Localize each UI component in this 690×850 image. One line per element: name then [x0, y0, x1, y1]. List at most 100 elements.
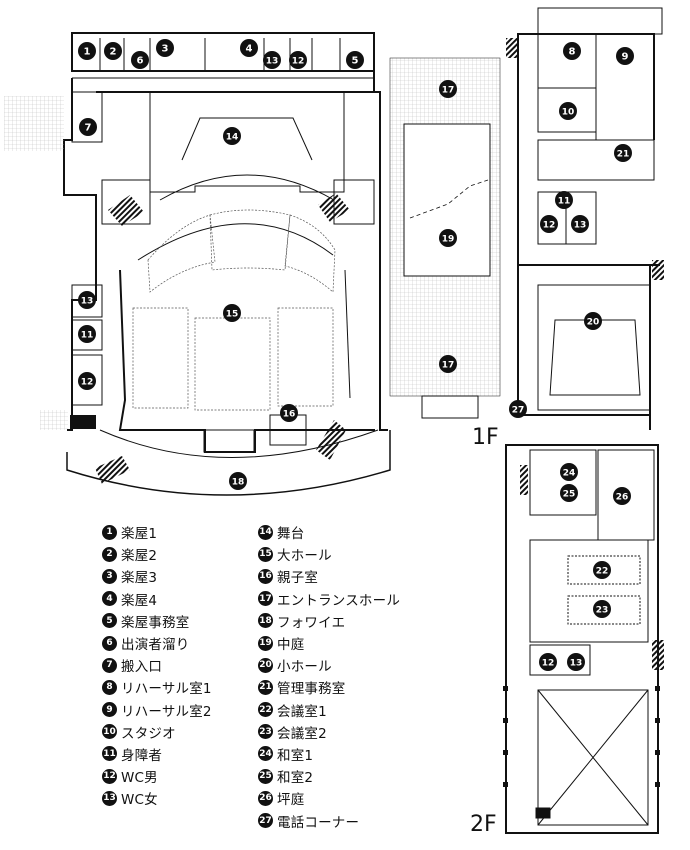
svg-text:26: 26	[616, 493, 629, 503]
svg-text:21: 21	[617, 150, 630, 160]
legend-label: 楽屋4	[121, 592, 158, 609]
second-floor	[505, 444, 659, 834]
room-marker: 26	[613, 487, 631, 505]
room-marker: 11	[78, 325, 96, 343]
room-marker: 10	[559, 102, 577, 120]
legend-label: スタジオ	[121, 725, 176, 742]
svg-text:24: 24	[563, 469, 576, 479]
room-marker: 17	[439, 80, 457, 98]
hall-seating	[132, 209, 336, 411]
svg-text:15: 15	[226, 310, 239, 320]
legend-number: 1	[102, 524, 117, 540]
room-marker: 18	[229, 472, 247, 490]
room-marker: 6	[131, 51, 149, 69]
legend-number: 18	[258, 613, 273, 629]
legend-number: 6	[102, 635, 117, 651]
room-marker: 4	[240, 39, 258, 57]
svg-text:12: 12	[81, 378, 94, 388]
legend-label: 楽屋3	[121, 570, 158, 587]
legend-number: 21	[258, 679, 273, 695]
room-marker: 17	[439, 355, 457, 373]
floor-label-2f: 2F	[470, 812, 497, 837]
svg-text:12: 12	[543, 221, 556, 231]
legend-label: 搬入口	[121, 659, 163, 676]
room-marker: 27	[509, 400, 527, 418]
legend-number: 20	[258, 657, 273, 673]
legend-number: 10	[102, 724, 117, 740]
legend-number: 26	[258, 790, 273, 806]
main-hall-block	[63, 32, 391, 496]
svg-text:17: 17	[442, 86, 455, 96]
legend-label: リハーサル室2	[121, 703, 212, 720]
room-marker: 8	[563, 42, 581, 60]
room-marker: 22	[593, 561, 611, 579]
stairs	[95, 38, 664, 670]
legend-number: 4	[102, 591, 117, 607]
legend-label: 和室1	[277, 747, 314, 764]
legend-label: 坪庭	[277, 792, 305, 809]
svg-text:1: 1	[84, 47, 91, 58]
svg-text:27: 27	[512, 406, 525, 416]
legend-number: 5	[102, 613, 117, 629]
svg-text:16: 16	[283, 410, 296, 420]
room-marker: 9	[616, 47, 634, 65]
legend-label: WC女	[121, 792, 158, 809]
svg-text:6: 6	[137, 56, 144, 67]
legend-label: リハーサル室1	[121, 681, 212, 698]
svg-text:12: 12	[292, 57, 305, 67]
room-marker: 23	[593, 600, 611, 618]
room-marker: 20	[584, 312, 602, 330]
room-marker: 2	[104, 42, 122, 60]
legend-label: 管理事務室	[277, 681, 346, 698]
svg-text:13: 13	[574, 221, 587, 231]
svg-text:11: 11	[558, 197, 571, 207]
svg-text:13: 13	[266, 57, 279, 67]
room-marker: 13	[263, 51, 281, 69]
svg-text:25: 25	[563, 490, 576, 500]
room-marker: 19	[439, 229, 457, 247]
legend-number: 12	[102, 768, 117, 784]
legend-number: 27	[258, 813, 273, 829]
legend-number: 17	[258, 591, 273, 607]
legend-number: 7	[102, 657, 117, 673]
svg-text:7: 7	[85, 123, 92, 134]
legend-label: 舞台	[277, 526, 305, 543]
entrance-hall	[389, 57, 501, 419]
svg-text:9: 9	[622, 52, 629, 63]
legend-label: 会議室1	[277, 703, 327, 720]
room-marker: 24	[560, 463, 578, 481]
legend-number: 16	[258, 568, 273, 584]
room-marker: 12	[539, 653, 557, 671]
legend-label: 身障者	[121, 747, 163, 764]
room-marker: 12	[78, 372, 96, 390]
legend-label: 和室2	[277, 770, 314, 787]
svg-text:23: 23	[596, 606, 609, 616]
svg-text:10: 10	[562, 108, 575, 118]
legend-number: 14	[258, 524, 273, 540]
legend-number: 19	[258, 635, 273, 651]
legend-label: 親子室	[277, 570, 319, 587]
legend-number: 22	[258, 702, 273, 718]
room-marker: 13	[567, 653, 585, 671]
legend-number: 15	[258, 546, 273, 562]
svg-text:3: 3	[162, 44, 169, 55]
svg-text:4: 4	[246, 44, 253, 55]
